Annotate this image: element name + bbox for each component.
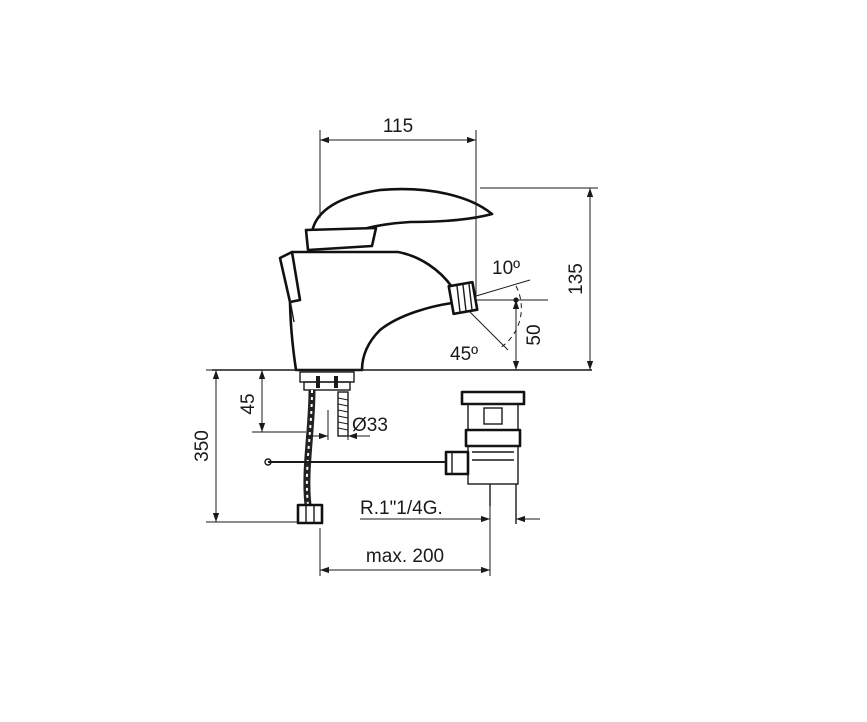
label-50: 50: [524, 324, 545, 345]
label-angle-10: 10º: [492, 258, 520, 279]
aerator-nozzle: [447, 280, 479, 316]
mounting-fixings: [296, 371, 355, 525]
label-thread: R.1"1/4G.: [360, 498, 443, 519]
label-45: 45: [238, 393, 259, 414]
mixer-body: [278, 187, 494, 372]
angle-annotations: 10º 45º 50: [450, 258, 548, 370]
label-diameter-33: Ø33: [352, 415, 388, 436]
dimension-45: 45: [238, 369, 306, 433]
pop-up-waste: [264, 390, 526, 524]
label-135: 135: [566, 263, 587, 295]
label-115: 115: [383, 116, 413, 137]
dimension-115: 115: [319, 116, 477, 300]
dimension-135: 135: [480, 187, 598, 370]
label-max-200: max. 200: [366, 546, 444, 567]
dimension-max-200: max. 200: [319, 506, 491, 576]
label-angle-45: 45º: [450, 344, 478, 365]
label-350: 350: [192, 430, 213, 462]
thread-callout: R.1"1/4G.: [360, 498, 540, 523]
dimension-diameter-33: Ø33: [306, 410, 388, 440]
dimension-350: 350: [192, 369, 298, 523]
